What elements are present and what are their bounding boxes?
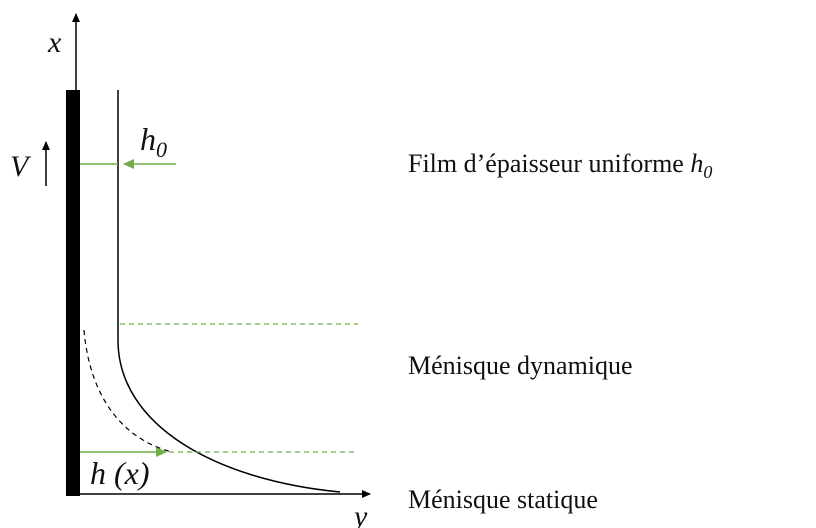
label-dynamic-meniscus: Ménisque dynamique (408, 351, 633, 380)
label-uniform-film: Film d’épaisseur uniforme h0 (408, 149, 712, 182)
velocity-label: V (10, 150, 32, 183)
static-meniscus-dashed-curve (83, 329, 173, 453)
x-axis-label: x (47, 26, 62, 59)
film-profile-curve (117, 90, 341, 493)
y-axis-label: y (351, 500, 368, 528)
label-static-meniscus: Ménisque statique (408, 485, 598, 514)
hx-label: h (x) (90, 455, 150, 491)
h0-label: h0 (140, 121, 167, 162)
plate (66, 90, 80, 496)
